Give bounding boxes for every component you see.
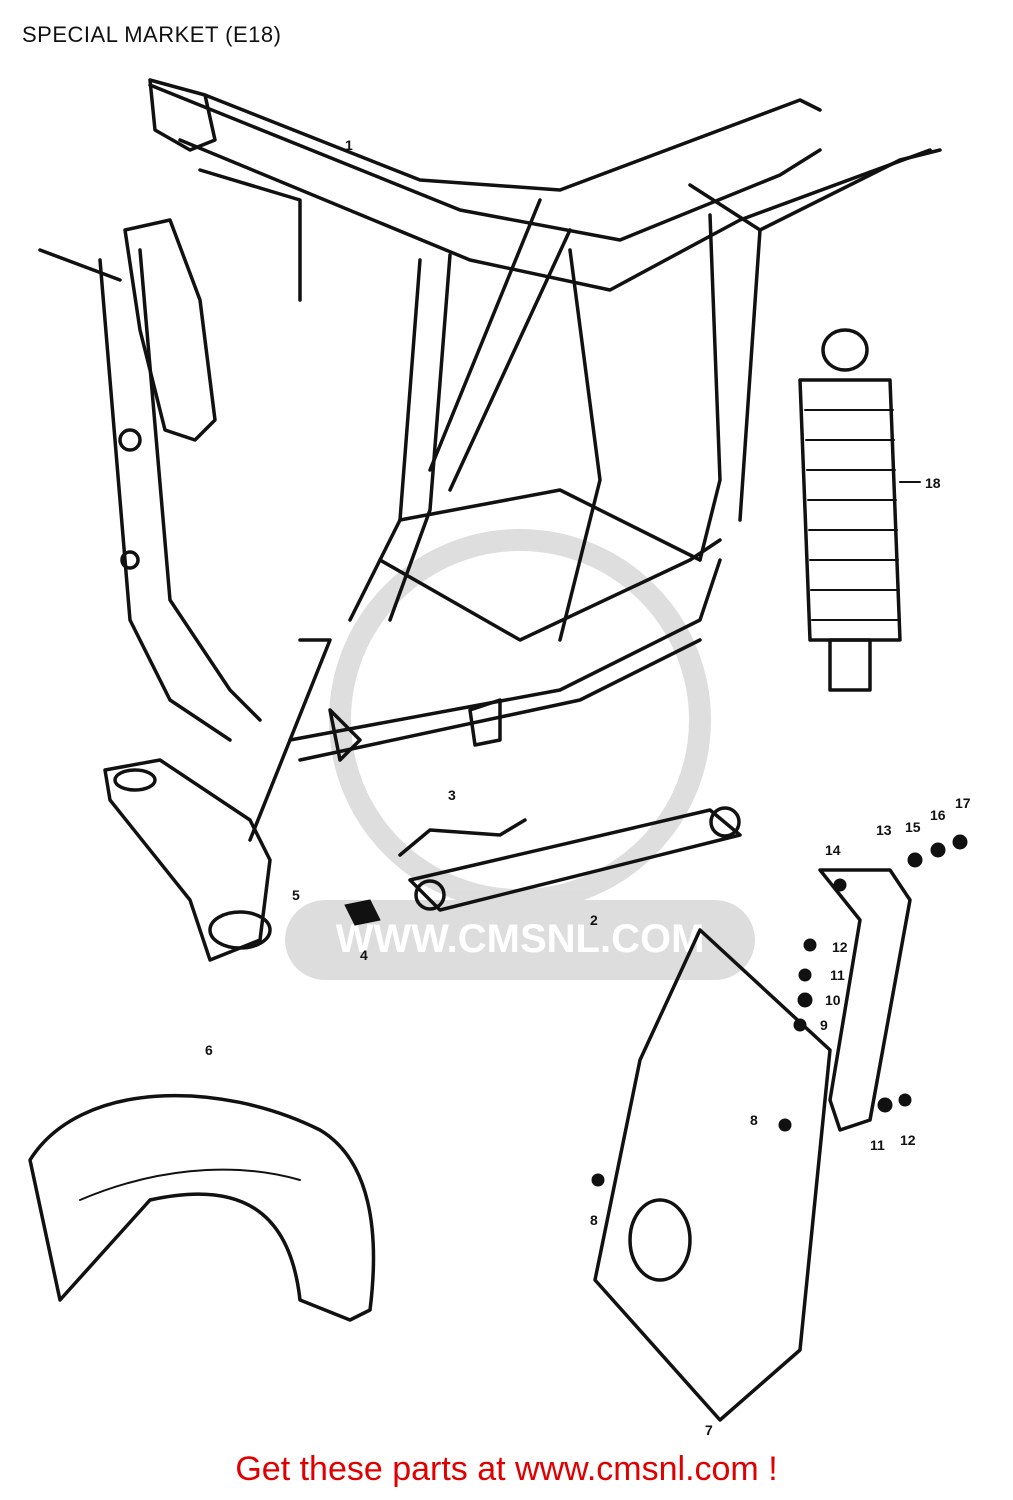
part-label: 4	[360, 947, 368, 963]
part-label: 12	[900, 1132, 916, 1148]
part-label: 14	[825, 842, 841, 858]
part-label: 2	[590, 912, 598, 928]
headlight-cover	[593, 868, 912, 1422]
part-label: 1	[345, 137, 353, 153]
part-label: 3	[448, 787, 456, 803]
footer-link[interactable]: Get these parts at www.cmsnl.com !	[235, 1450, 778, 1488]
steering-stem	[103, 638, 332, 962]
part-label: 15	[905, 819, 921, 835]
part-label: 16	[930, 807, 946, 823]
part-label: 11	[870, 1137, 885, 1153]
frame-drawing	[38, 78, 942, 762]
part-label: 7	[705, 1422, 713, 1438]
page-title: SPECIAL MARKET (E18)	[22, 22, 282, 47]
part-label: 10	[825, 992, 841, 1008]
part-label: 13	[876, 822, 892, 838]
footer-banner[interactable]: Get these parts at www.cmsnl.com !	[0, 1450, 1013, 1489]
part-label: 8	[590, 1212, 598, 1228]
watermark-text: WWW.CMSNL.COM	[336, 917, 705, 961]
part-labels: 5 2 3 4 6 7 8 8 9 10 11 11 12 12 13 14 1…	[205, 137, 971, 1438]
part-label: 5	[292, 887, 300, 903]
part-label: 12	[832, 939, 848, 955]
part-label: 17	[955, 795, 971, 811]
rear-shock-absorber	[798, 328, 921, 692]
part-label: 18	[925, 475, 941, 491]
front-fender	[28, 1093, 376, 1322]
torque-arm	[344, 806, 742, 926]
part-label: 8	[750, 1112, 758, 1128]
hardware-bolts	[591, 834, 968, 1187]
parts-diagram: WWW.CMSNL.COM	[28, 78, 971, 1438]
part-label: 11	[830, 967, 845, 983]
part-label: 9	[820, 1017, 828, 1033]
part-label: 6	[205, 1042, 213, 1058]
